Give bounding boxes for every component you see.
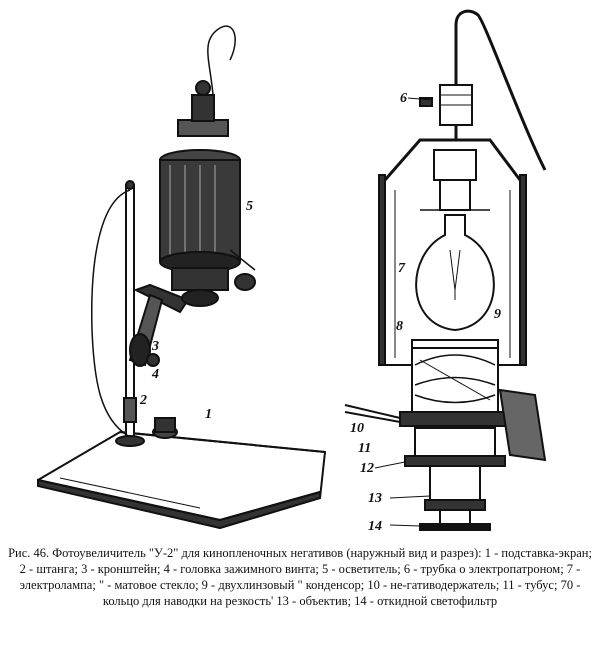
power-cord <box>91 189 131 438</box>
figure-caption: Рис. 46. Фотоувеличитель "У-2" для киноп… <box>8 546 592 608</box>
enlarger-illustration: 1 2 3 4 5 6 7 8 9 10 11 12 13 14 <box>37 9 547 534</box>
lens-tube <box>404 427 506 531</box>
label-11: 11 <box>358 441 371 456</box>
label-2: 2 <box>139 393 147 408</box>
label-7: 7 <box>398 261 406 276</box>
label-12: 12 <box>360 461 374 476</box>
label-13: 13 <box>368 491 382 506</box>
base-plate <box>37 430 327 530</box>
condenser <box>411 339 499 413</box>
label-3: 3 <box>151 339 159 354</box>
cord-tube <box>454 9 547 171</box>
label-5: 5 <box>246 199 253 214</box>
label-14: 14 <box>368 519 382 534</box>
bracket <box>128 283 190 367</box>
light-bulb <box>415 214 495 332</box>
label-1: 1 <box>205 407 212 422</box>
label-6: 6 <box>400 91 407 106</box>
lamp-housing <box>159 80 256 307</box>
negative-holder <box>344 388 547 462</box>
clamp-knob <box>152 417 178 439</box>
enlarger-cross-section <box>344 9 547 531</box>
label-4: 4 <box>151 367 159 382</box>
column-rod <box>115 180 145 447</box>
lamp-socket <box>420 149 490 211</box>
label-10: 10 <box>350 421 364 436</box>
enlarger-exterior-view <box>37 25 327 530</box>
part-labels: 1 2 3 4 5 6 7 8 9 10 11 12 13 14 <box>139 91 501 534</box>
label-9: 9 <box>494 307 501 322</box>
label-8: 8 <box>396 319 403 334</box>
